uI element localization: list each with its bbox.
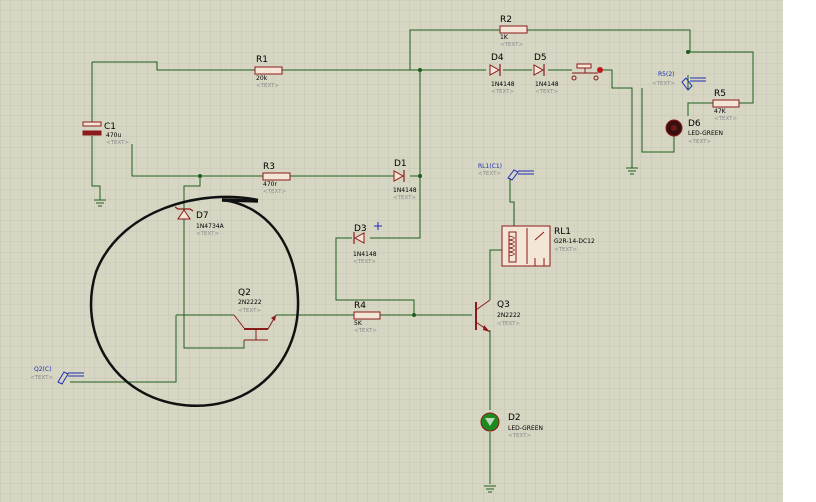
resistor-r4[interactable]: R4 5K <TEXT> — [353, 301, 381, 334]
junctions — [198, 50, 690, 317]
probe-q2-label: Q2(C) — [34, 366, 51, 373]
d1-value: 1N4148 — [393, 187, 417, 194]
d4-value: 1N4148 — [491, 81, 515, 88]
ground-icon — [626, 167, 638, 175]
switch-actuator-icon[interactable] — [597, 67, 603, 73]
d5-text: <TEXT> — [535, 89, 558, 95]
resistor-r3[interactable]: R3 470r <TEXT> — [262, 162, 291, 195]
probe-rl1-label: RL1(C1) — [478, 163, 502, 170]
r5-ref: R5 — [714, 89, 726, 99]
resistor-r2[interactable]: R2 1K <TEXT> — [499, 15, 528, 48]
d6-ref: D6 — [688, 119, 701, 129]
d6-text: <TEXT> — [688, 139, 711, 145]
push-button-switch[interactable] — [571, 63, 603, 81]
rl1-ref: RL1 — [554, 227, 571, 237]
q3-ref: Q3 — [497, 300, 510, 310]
r5-text: <TEXT> — [714, 116, 737, 122]
r4-value: 5K — [354, 320, 363, 327]
wires — [70, 29, 754, 484]
c1-text: <TEXT> — [106, 140, 129, 146]
r4-text: <TEXT> — [354, 328, 377, 334]
d7-ref: D7 — [196, 211, 209, 221]
diode-d1[interactable]: D1 1N4148 <TEXT> — [393, 159, 417, 201]
d5-value: 1N4148 — [535, 81, 559, 88]
r2-value: 1K — [500, 34, 509, 41]
zener-d7[interactable]: D7 1N4734A <TEXT> — [174, 206, 225, 237]
transistor-q3[interactable]: Q3 2N2222 <TEXT> — [475, 299, 521, 333]
r2-ref: R2 — [500, 15, 512, 25]
d4-text: <TEXT> — [491, 89, 514, 95]
d2-text: <TEXT> — [508, 433, 531, 439]
q3-text: <TEXT> — [497, 321, 520, 327]
d6-value: LED-GREEN — [688, 130, 723, 137]
d3-value: 1N4148 — [353, 251, 377, 258]
ground-icon — [94, 199, 106, 207]
r1-text: <TEXT> — [256, 83, 279, 89]
r1-ref: R1 — [256, 55, 268, 65]
probe-r5-label: R5(2) — [658, 71, 675, 78]
d2-ref: D2 — [508, 413, 521, 423]
c1-ref: C1 — [104, 122, 116, 132]
resistor-r1[interactable]: R1 20k <TEXT> — [254, 55, 283, 89]
r3-ref: R3 — [263, 162, 275, 172]
r3-value: 470r — [263, 181, 277, 188]
led-d2[interactable]: D2 LED-GREEN <TEXT> — [480, 412, 543, 439]
r2-text: <TEXT> — [500, 42, 523, 48]
voltage-probe-q2-c[interactable]: Q2(C) <TEXT> — [30, 366, 84, 385]
probe-rl1-text: <TEXT> — [478, 171, 501, 177]
r1-value: 20k — [256, 75, 268, 82]
probe-q2-text: <TEXT> — [30, 375, 53, 381]
diode-d4[interactable]: D4 1N4148 <TEXT> — [489, 53, 515, 95]
capacitor-c1[interactable]: C1 470u <TEXT> — [82, 121, 129, 146]
ground-icon — [484, 485, 496, 493]
q3-value: 2N2222 — [497, 312, 521, 319]
r3-text: <TEXT> — [263, 189, 286, 195]
d3-ref: D3 — [354, 224, 367, 234]
q2-text: <TEXT> — [238, 308, 261, 314]
q2-ref: Q2 — [238, 288, 251, 298]
q2-value: 2N2222 — [238, 299, 262, 306]
d5-ref: D5 — [534, 53, 547, 63]
d7-value: 1N4734A — [196, 223, 225, 230]
probe-r5-text: <TEXT> — [652, 81, 675, 87]
d3-text: <TEXT> — [353, 259, 376, 265]
voltage-probe-rl1-c1[interactable]: RL1(C1) <TEXT> — [478, 163, 534, 181]
c1-value: 470u — [106, 132, 121, 139]
r4-ref: R4 — [354, 301, 366, 311]
crosshair-marker-icon — [374, 222, 382, 230]
voltage-probe-r5[interactable]: R5(2) <TEXT> — [652, 71, 706, 91]
d4-ref: D4 — [491, 53, 504, 63]
r5-value: 47K — [714, 108, 727, 115]
resistor-r5[interactable]: R5 47K <TEXT> — [712, 89, 740, 122]
d7-text: <TEXT> — [196, 231, 219, 237]
rl1-value: G2R-14-DC12 — [554, 238, 595, 245]
d1-text: <TEXT> — [393, 195, 416, 201]
rl1-text: <TEXT> — [554, 247, 577, 253]
d1-ref: D1 — [394, 159, 407, 169]
hand-drawn-circle-annotation — [89, 195, 300, 407]
led-d6[interactable]: D6 LED-GREEN <TEXT> — [665, 119, 723, 145]
transistor-q2[interactable]: Q2 2N2222 <TEXT> — [233, 288, 277, 341]
relay-rl1[interactable]: RL1 G2R-14-DC12 <TEXT> — [501, 218, 595, 267]
diode-d3[interactable]: D3 1N4148 <TEXT> — [353, 222, 382, 265]
diode-d5[interactable]: D5 1N4148 <TEXT> — [533, 53, 559, 95]
d2-value: LED-GREEN — [508, 425, 543, 432]
